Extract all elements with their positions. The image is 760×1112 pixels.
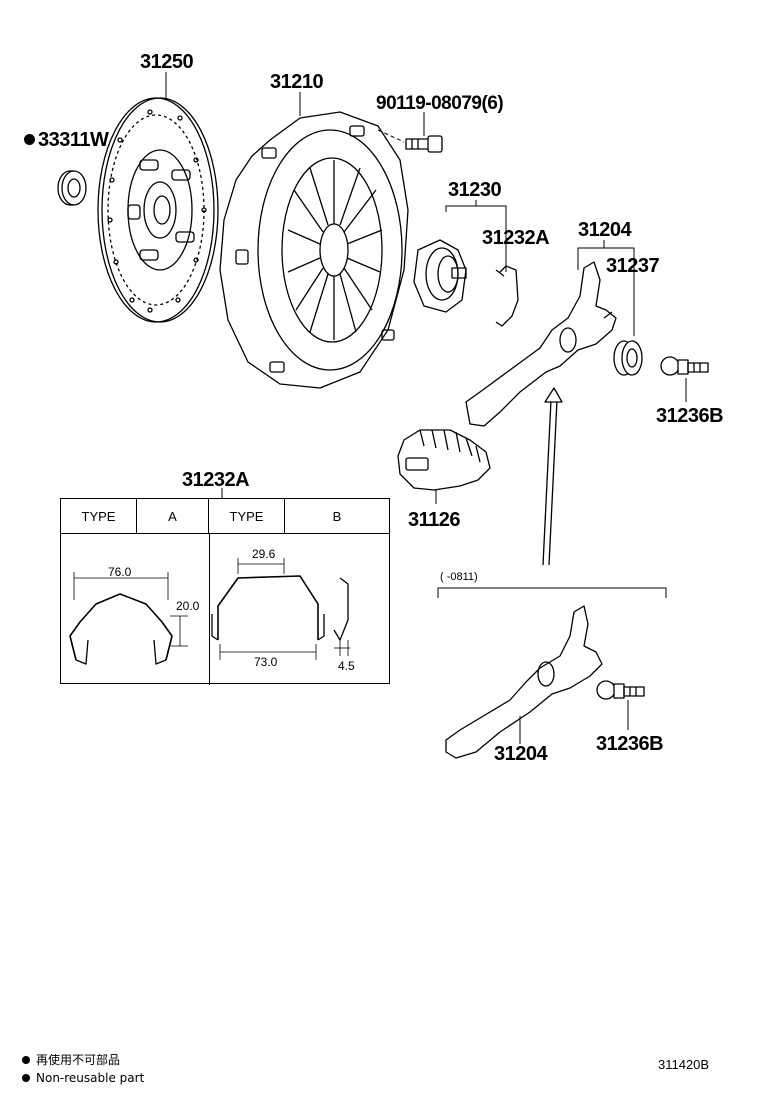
part-label-31237: 31237 xyxy=(606,255,660,277)
part-label-31232a: 31232A xyxy=(482,227,550,249)
table-column-divider xyxy=(209,533,210,685)
legend-english-text: Non-reusable part xyxy=(36,1071,145,1085)
fork-boot-drawing xyxy=(397,429,491,491)
release-fork-lower-drawing xyxy=(445,605,603,759)
clip-type-a-drawing xyxy=(69,572,188,665)
clip-type-table: TYPE A TYPE B xyxy=(60,498,390,685)
dim-b-width: 73.0 xyxy=(254,655,278,669)
bolt-drawing xyxy=(405,135,443,153)
hub-clip-drawing xyxy=(495,265,519,327)
fork-support-seat-drawing xyxy=(613,340,643,376)
clip-type-b-drawing xyxy=(211,558,350,660)
legend-japanese-text: 再使用不可部品 xyxy=(36,1053,121,1067)
dim-a-width: 76.0 xyxy=(108,565,132,579)
non-reusable-dot-icon xyxy=(24,134,35,145)
clutch-cover-drawing xyxy=(219,111,409,389)
dim-b-top: 29.6 xyxy=(252,547,276,561)
ball-stud-drawing xyxy=(660,356,709,376)
release-fork-drawing xyxy=(465,261,617,427)
part-label-31204-upper: 31204 xyxy=(578,219,632,241)
part-label-31250: 31250 xyxy=(140,51,194,73)
type-b-header: TYPE xyxy=(209,499,285,533)
legend-dot-icon xyxy=(22,1056,30,1064)
dim-b-side: 4.5 xyxy=(338,659,355,673)
part-label-33311w: 33311W xyxy=(24,129,109,151)
part-number-33311w: 33311W xyxy=(38,129,109,151)
part-label-90119: 90119-08079(6) xyxy=(376,93,504,114)
part-label-31236b-lower: 31236B xyxy=(596,733,664,755)
legend-english: Non-reusable part xyxy=(22,1072,144,1084)
legend-dot-icon-2 xyxy=(22,1074,30,1082)
applicability-note: ( -0811) xyxy=(440,571,478,583)
ball-stud-lower-drawing xyxy=(596,680,645,700)
type-a-header: TYPE xyxy=(61,499,137,533)
part-label-31126: 31126 xyxy=(408,509,461,531)
applies-to-arrow xyxy=(542,387,563,566)
part-label-31210: 31210 xyxy=(270,71,324,93)
pilot-bearing-drawing xyxy=(57,170,87,206)
part-label-31230: 31230 xyxy=(448,179,502,201)
release-bearing-drawing xyxy=(413,239,467,313)
type-a-value: A xyxy=(137,499,209,533)
table-header-divider xyxy=(61,533,389,534)
legend-japanese: 再使用不可部品 xyxy=(22,1054,120,1066)
part-label-31204-lower: 31204 xyxy=(494,743,548,765)
clutch-disc-drawing xyxy=(97,97,219,323)
figure-code: 311420B xyxy=(658,1057,710,1072)
part-label-31236b-upper: 31236B xyxy=(656,405,724,427)
part-label-31232a-table: 31232A xyxy=(182,469,250,491)
type-b-value: B xyxy=(332,508,342,524)
dim-a-height: 20.0 xyxy=(176,599,200,613)
